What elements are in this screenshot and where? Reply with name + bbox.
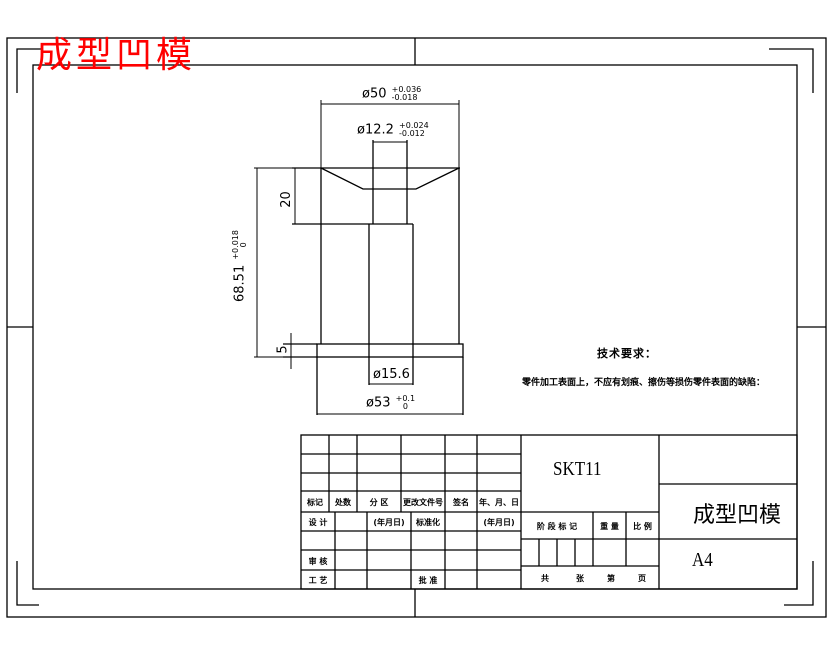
- dim-upper-tol: +0.036: [391, 85, 422, 94]
- tb-sheet-size: A4: [692, 549, 713, 571]
- dim-nominal: ø50: [362, 86, 387, 102]
- dim-upper-tol: +0.024: [399, 121, 429, 130]
- tb-header-zone: 分 区: [369, 498, 389, 507]
- tb-sheet-total: 共: [541, 574, 549, 583]
- dim-total-height: 68.51 +0.018 0: [231, 222, 248, 302]
- tb-approve-label: 批 准: [418, 576, 438, 585]
- tb-scale: 比 例: [633, 522, 652, 531]
- dim-bore-diameter: ø12.2 +0.024 -0.012: [357, 122, 429, 138]
- dim-lower-tol: -0.012: [399, 129, 425, 138]
- tb-weight: 重 量: [600, 522, 619, 531]
- centering-marks: [7, 38, 826, 617]
- dim-nominal: 68.51: [232, 264, 248, 302]
- dim-lower-tol: 0: [402, 402, 408, 411]
- tech-requirements-body: 零件加工表面上，不应有划痕、擦伤等损伤零件表面的缺陷：: [522, 378, 766, 388]
- tb-sheet-unit: 张: [576, 574, 584, 583]
- dim-nominal: ø53: [366, 395, 391, 411]
- dim-nominal: ø12.2: [357, 122, 394, 138]
- drawing-header-title: 成型凹模: [36, 35, 197, 76]
- dim-outer-diameter: ø50 +0.036 -0.018: [362, 86, 421, 102]
- dim-cavity-depth: 20: [278, 191, 294, 208]
- dim-upper-tol: +0.1: [395, 394, 416, 403]
- dim-lower-tol: -0.018: [391, 93, 418, 102]
- tb-review-label: 审 核: [308, 557, 328, 566]
- tb-header-count: 处数: [335, 498, 351, 507]
- tb-design-label: 设 计: [308, 518, 328, 527]
- dim-lower-tol: 0: [239, 242, 248, 248]
- tb-design-date: (年月日): [373, 518, 405, 527]
- tb-header-date: 年、月、日: [479, 498, 519, 507]
- title-block-grid: [300, 434, 798, 590]
- tb-header-signature: 签名: [453, 498, 469, 507]
- tb-sheet-page: 页: [638, 574, 646, 583]
- tb-sheet-number: 第: [607, 574, 615, 583]
- tb-std-date: (年月日): [483, 518, 515, 527]
- dim-lower-bore: ø15.6: [373, 367, 410, 382]
- dimension-lines: [254, 100, 463, 415]
- tb-material: SKT11: [553, 458, 602, 480]
- tb-standardization-label: 标准化: [416, 518, 440, 527]
- tb-part-name: 成型凹模: [693, 503, 782, 528]
- tb-stage-mark: 阶 段 标 记: [536, 522, 578, 531]
- dim-flange-diameter: ø53 +0.1 0: [366, 395, 415, 411]
- inner-frame: [32, 64, 798, 590]
- tb-process-label: 工 艺: [308, 576, 328, 585]
- dim-flange-height: 5: [275, 345, 291, 354]
- tech-requirements-title: 技术要求：: [597, 347, 657, 360]
- corner-marks: [16, 48, 814, 606]
- tb-header-mark: 标记: [307, 498, 323, 507]
- tb-header-change-doc: 更改文件号: [403, 498, 443, 507]
